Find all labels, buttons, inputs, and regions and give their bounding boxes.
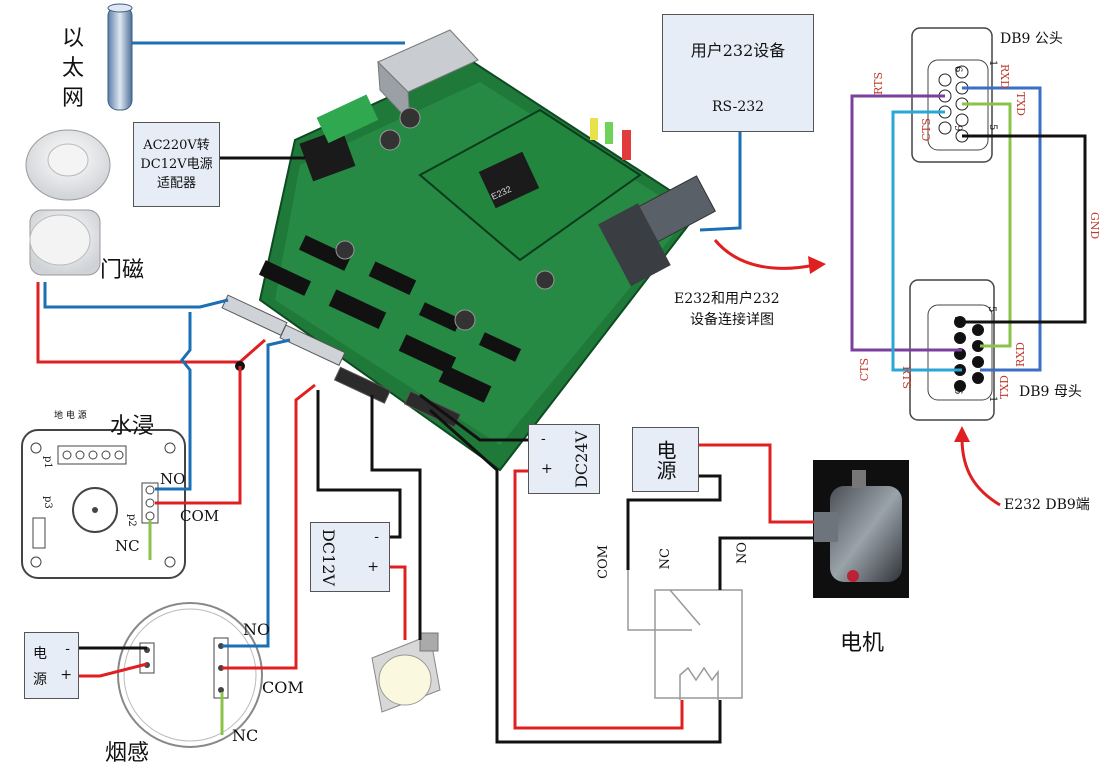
db9-female-pin5: 5 bbox=[986, 306, 997, 313]
db9-txd-rxd-green-wire bbox=[962, 102, 1012, 348]
ethernet-label-3: 网 bbox=[62, 86, 85, 111]
ethernet-cable-icon bbox=[107, 3, 133, 111]
water-p3-label: p3 bbox=[42, 496, 53, 509]
smoke-power-label-1: 电 bbox=[33, 646, 47, 662]
adapter-line-3: 适配器 bbox=[156, 176, 196, 191]
db9-cts-rts-cyan-wire bbox=[891, 110, 962, 372]
smoke-com-red-wire bbox=[222, 383, 316, 670]
motor-label: 电机 bbox=[840, 631, 885, 656]
smoke-power-minus: - bbox=[65, 641, 70, 657]
dc12v-box: DC12V - + bbox=[310, 522, 390, 592]
db9-male-pin6: 6 bbox=[952, 66, 963, 73]
power-red-wire bbox=[697, 443, 814, 524]
e232-pcb-board bbox=[221, 29, 716, 472]
door-magnet-label: 门磁 bbox=[100, 258, 145, 283]
db9-male-txd: TXD bbox=[1014, 92, 1027, 116]
adapter-label-box: AC220V转 DC12V电源 适配器 bbox=[133, 122, 220, 207]
db9-male-rxd: RXD bbox=[998, 64, 1011, 89]
e232-db9-arrow bbox=[960, 437, 1001, 507]
dc24v-black-wire-relay bbox=[428, 408, 722, 744]
power-box: 电源 bbox=[632, 427, 699, 492]
smoke-nc-label: NC bbox=[232, 726, 259, 745]
water-nc-label: NC bbox=[115, 537, 140, 555]
db9-female-pin6: 6 bbox=[952, 388, 963, 395]
db9-male-cts: CTS bbox=[920, 118, 933, 142]
db9-male-pin5: 5 bbox=[987, 124, 998, 131]
user-device-port: RS-232 bbox=[711, 99, 765, 115]
db9-gnd-label: GND bbox=[1088, 212, 1101, 240]
db9-female-rts: RTS bbox=[900, 366, 913, 389]
water-p1-label: p1 bbox=[42, 456, 53, 469]
smoke-power-box: 电 源 - + bbox=[24, 632, 79, 699]
db9-female-txd: TXD bbox=[998, 375, 1011, 399]
dc24v-red-wire bbox=[513, 469, 684, 730]
db9-rxd-txd-blue-wire bbox=[962, 86, 1042, 372]
connection-caption-line-2: 设备连接详图 bbox=[690, 312, 774, 328]
dc12v-black-wire bbox=[316, 390, 402, 539]
db9-male-pin9: 9 bbox=[952, 125, 963, 132]
water-no-label: NO bbox=[160, 470, 186, 488]
connection-caption-line-1: E232和用户232 bbox=[674, 291, 780, 307]
relay-no-black-wire bbox=[718, 536, 814, 590]
ethernet-label-2: 太 bbox=[62, 56, 85, 81]
water-sensor-pins-label: 地 电 源 bbox=[54, 411, 87, 421]
smoke-power-plus: + bbox=[60, 667, 72, 683]
relay-switch-diagram bbox=[627, 570, 743, 700]
smoke-power-red-wire bbox=[77, 662, 148, 678]
user-232-device-box: 用户232设备 RS-232 bbox=[662, 14, 814, 132]
power-box-label: 电源 bbox=[653, 439, 677, 480]
smoke-sensor-label: 烟感 bbox=[105, 741, 150, 766]
db9-female-label: DB9 母头 bbox=[1019, 384, 1082, 400]
detail-arrow bbox=[713, 239, 816, 270]
relay-com-black-wire bbox=[626, 474, 722, 570]
db9-rts-cts-purple-wire bbox=[850, 94, 962, 352]
door-magnet-sensor-icon bbox=[25, 129, 111, 276]
user-device-title: 用户232设备 bbox=[690, 41, 786, 60]
dc12v-label: DC12V bbox=[319, 529, 338, 586]
dc24v-box: DC24V - + bbox=[528, 424, 600, 494]
smoke-com-label: COM bbox=[262, 678, 304, 697]
smoke-no-blue-wire bbox=[222, 338, 291, 648]
water-sensor-label: 水浸 bbox=[110, 414, 155, 439]
e232-db9-label: E232 DB9端 bbox=[1004, 497, 1090, 513]
motor-icon bbox=[813, 460, 909, 598]
dc12v-minus: - bbox=[374, 529, 379, 545]
smoke-detector-icon bbox=[117, 602, 263, 748]
db9-male-label: DB9 公头 bbox=[1000, 31, 1063, 47]
db9-female-pin1: 1 bbox=[987, 396, 998, 403]
water-com-label: COM bbox=[180, 507, 220, 525]
db9-female-cts: CTS bbox=[858, 358, 871, 382]
db9-male-pin1: 1 bbox=[987, 60, 998, 67]
db9-female-pin9: 9 bbox=[952, 316, 963, 323]
dc24v-plus: + bbox=[541, 461, 553, 477]
dc24v-black-wire-board bbox=[419, 393, 528, 442]
relay-com-label: COM bbox=[596, 545, 611, 579]
adapter-line-1: AC220V转 bbox=[143, 138, 210, 153]
lamp-black-wire bbox=[370, 395, 422, 640]
water-com-red-wire bbox=[155, 366, 242, 505]
relay-no-label: NO bbox=[735, 542, 750, 565]
dc24v-minus: - bbox=[541, 431, 546, 447]
water-p2-label: p2 bbox=[126, 514, 137, 527]
ethernet-label-1: 以 bbox=[62, 26, 85, 51]
door-magnet-red-wire bbox=[36, 282, 266, 364]
smoke-power-label-2: 源 bbox=[33, 672, 47, 688]
dc12v-plus: + bbox=[367, 559, 379, 575]
adapter-line-2: DC12V电源 bbox=[140, 157, 213, 172]
db9-male-rts: RTS bbox=[872, 72, 885, 95]
db9-female-rxd: RXD bbox=[1014, 342, 1027, 367]
dc12v-red-wire bbox=[388, 565, 407, 640]
water-no-blue-wire bbox=[155, 312, 192, 491]
door-magnet-blue-wire bbox=[43, 282, 229, 309]
rs232-blue-wire bbox=[699, 130, 742, 232]
db9-gnd-black-wire bbox=[960, 134, 1087, 324]
dc24v-label: DC24V bbox=[572, 431, 591, 488]
relay-nc-label: NC bbox=[658, 548, 673, 570]
smoke-no-label: NO bbox=[243, 620, 271, 639]
led-lamp-icon bbox=[371, 632, 441, 713]
